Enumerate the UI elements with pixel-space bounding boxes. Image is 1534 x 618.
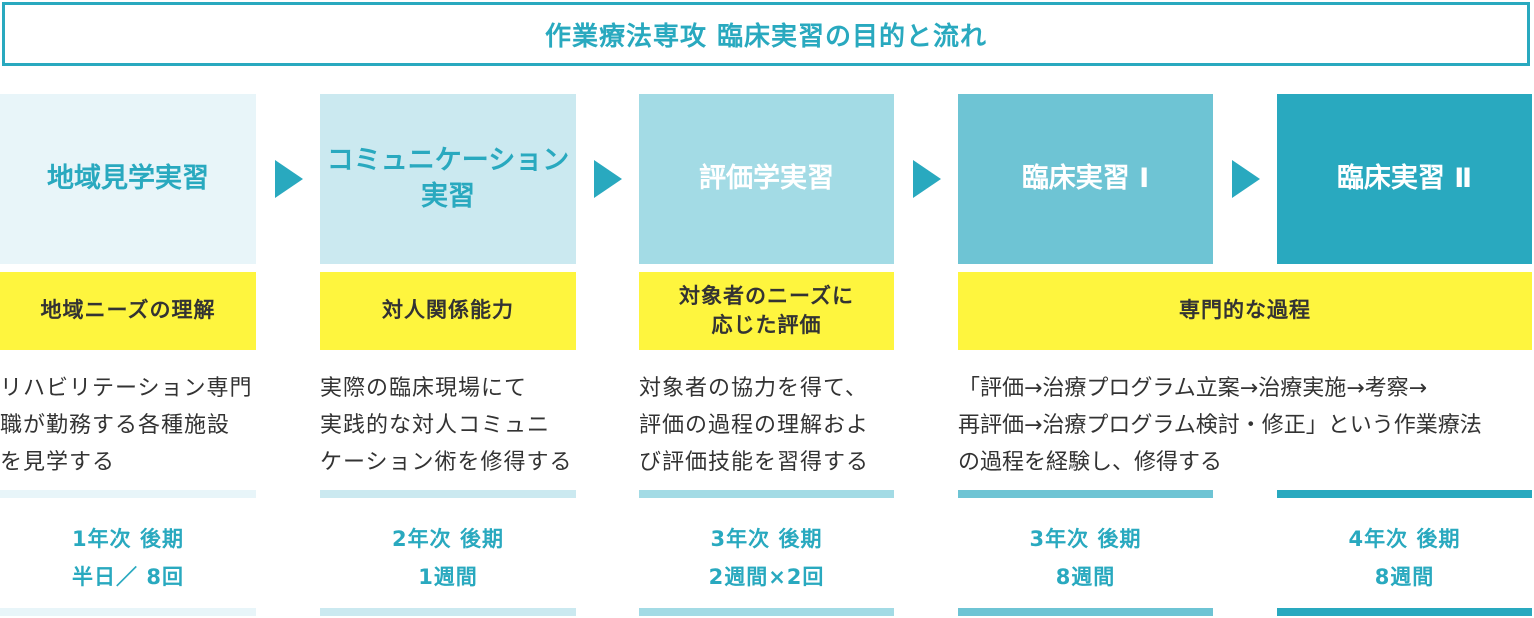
period-year: 3年次 後期 [1029,527,1142,551]
goal-senmon-katei: 専門的な過程 [958,272,1532,350]
arrow-right-icon [594,160,622,198]
divider-bar [958,608,1213,616]
divider-bar [0,608,256,616]
description-line: の過程を経験し、修得する [958,450,1223,475]
stage-description: 実際の臨床現場にて 実践的な対人コミュニ ケーション術を修得する [320,370,620,481]
divider-bar [958,490,1213,498]
description-line: 実践的な対人コミュニ [320,413,551,438]
divider-bar [320,608,576,616]
period-year: 2年次 後期 [392,527,504,551]
period-duration: 半日／ 8回 [72,565,184,589]
period-info: 3年次 後期 2週間×2回 [639,518,894,598]
period-info: 1年次 後期 半日／ 8回 [0,518,256,598]
description-line: び評価技能を習得する [639,450,870,475]
description-line: 職が勤務する各種施設 [0,413,231,438]
page-title: 作業療法専攻 臨床実習の目的と流れ [2,2,1530,66]
stage-description: 「評価→治療プログラム立案→治療実施→考察→ 再評価→治療プログラム検討・修正」… [958,370,1534,481]
arrow-right-icon [1232,160,1260,198]
stage-description: リハビリテーション専門 職が勤務する各種施設 を見学する [0,370,300,481]
period-year: 1年次 後期 [72,527,184,551]
stage-box-rinsho-1: 臨床実習 Ⅰ [958,94,1213,264]
stage-box-rinsho-2: 臨床実習 Ⅱ [1277,94,1532,264]
period-info: 4年次 後期 8週間 [1277,518,1532,598]
divider-bar [639,608,894,616]
period-duration: 8週間 [1055,565,1116,589]
description-line: 対象者の協力を得て、 [639,376,868,401]
divider-bar [1277,490,1532,498]
period-info: 2年次 後期 1週間 [320,518,576,598]
goal-hyoka: 対象者のニーズに 応じた評価 [639,272,894,350]
description-line: 再評価→治療プログラム検討・修正」という作業療法 [958,413,1482,438]
period-year: 3年次 後期 [710,527,823,551]
divider-bar [320,490,576,498]
description-line: 実際の臨床現場にて [320,376,528,401]
stage-description: 対象者の協力を得て、 評価の過程の理解およ び評価技能を習得する [639,370,939,481]
arrow-right-icon [913,160,941,198]
period-info: 3年次 後期 8週間 [958,518,1213,598]
divider-bar [1277,608,1532,616]
stage-box-hyoka: 評価学実習 [639,94,894,264]
period-year: 4年次 後期 [1348,527,1461,551]
period-duration: 8週間 [1374,565,1435,589]
description-line: リハビリテーション専門 [0,376,253,401]
stage-box-chiiki-kengaku: 地域見学実習 [0,94,256,264]
description-line: 評価の過程の理解およ [639,413,870,438]
stage-box-communication: コミュニケーション 実習 [320,94,576,264]
description-line: ケーション術を修得する [320,450,573,475]
goal-chiiki-needs: 地域ニーズの理解 [0,272,256,350]
arrow-right-icon [275,160,303,198]
goal-taijin-kankei: 対人関係能力 [320,272,576,350]
description-line: 「評価→治療プログラム立案→治療実施→考察→ [958,376,1428,401]
divider-bar [639,490,894,498]
period-duration: 2週間×2回 [708,565,825,589]
description-line: を見学する [0,450,116,475]
divider-bar [0,490,256,498]
period-duration: 1週間 [418,565,478,589]
